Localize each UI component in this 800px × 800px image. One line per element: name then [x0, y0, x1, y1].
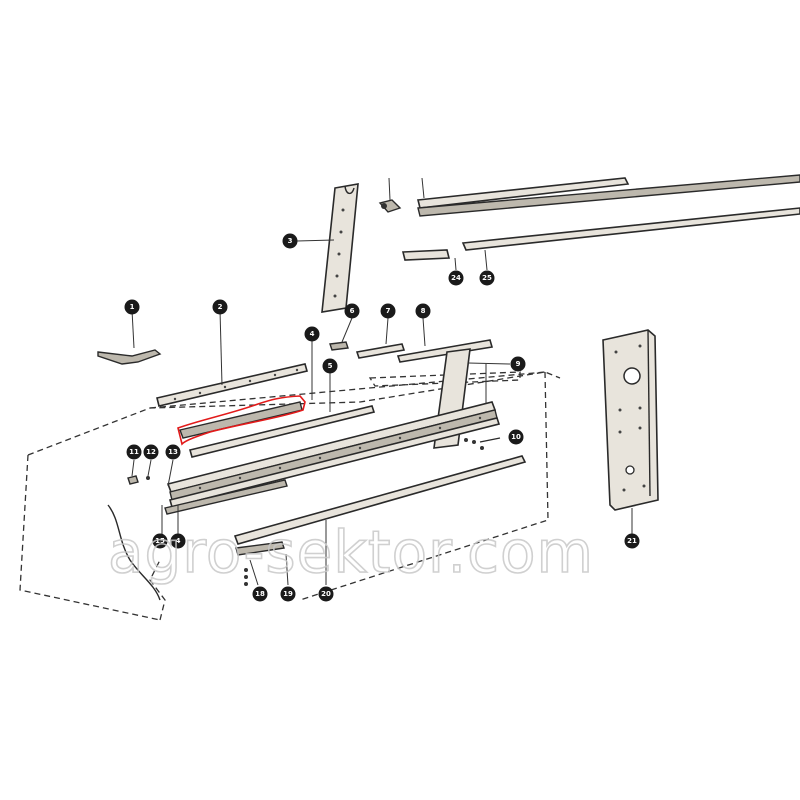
svg-text:15: 15 [155, 537, 165, 545]
bracket-part-1 [97, 309, 162, 365]
bar-part-8 [396, 317, 494, 363]
key-fitting [378, 177, 402, 213]
plate-part-24 [401, 249, 451, 261]
svg-text:18: 18 [255, 590, 265, 598]
fasteners-part-18 [244, 559, 259, 586]
svg-text:24: 24 [451, 274, 461, 282]
block-part-6 [329, 317, 353, 351]
callout-6: 6 [344, 303, 360, 319]
svg-text:9: 9 [516, 360, 521, 368]
callout-7: 7 [380, 303, 396, 319]
svg-text:11: 11 [129, 448, 139, 456]
callout-18: 18 [252, 586, 268, 602]
svg-text:21: 21 [627, 537, 637, 545]
callout-5: 5 [322, 358, 338, 374]
callout-4-lower: 4 [170, 533, 186, 549]
callout-15: 15 [152, 533, 168, 549]
callout-1: 1 [124, 299, 140, 315]
svg-text:12: 12 [146, 448, 156, 456]
svg-text:7: 7 [386, 307, 391, 315]
svg-text:8: 8 [421, 307, 426, 315]
callout-20: 20 [318, 586, 334, 602]
callout-12: 12 [143, 444, 159, 460]
svg-text:10: 10 [511, 433, 521, 441]
upper-rail [417, 174, 800, 217]
bolt-part-10 [464, 437, 501, 450]
svg-text:25: 25 [482, 274, 492, 282]
svg-text:13: 13 [168, 448, 178, 456]
bracket-part-21 [602, 329, 659, 535]
callout-8: 8 [415, 303, 431, 319]
strip-part-7 [355, 317, 406, 359]
callout-13: 13 [165, 444, 181, 460]
svg-text:4: 4 [176, 537, 181, 545]
callout-19: 19 [280, 586, 296, 602]
short-strip-part-4 [164, 479, 288, 515]
machine-body-outline [19, 371, 561, 621]
svg-text:3: 3 [288, 237, 293, 245]
callout-10: 10 [508, 429, 524, 445]
callout-11: 11 [126, 444, 142, 460]
svg-text:20: 20 [321, 590, 331, 598]
fasteners-parts-11-12 [127, 459, 174, 487]
rail-part-5 [189, 370, 376, 458]
svg-text:4: 4 [310, 330, 315, 338]
callout-9: 9 [510, 356, 526, 372]
callout-24: 24 [448, 257, 464, 286]
rail-part-4-highlighted [177, 340, 313, 446]
lower-rail-assembly [166, 401, 501, 508]
svg-text:1: 1 [130, 303, 135, 311]
callout-2: 2 [212, 299, 228, 315]
svg-text:19: 19 [283, 590, 293, 598]
svg-text:6: 6 [350, 307, 355, 315]
callout-21: 21 [624, 533, 640, 549]
callout-3: 3 [282, 233, 335, 249]
strip-part-20 [233, 455, 527, 585]
strip-part-2 [156, 309, 308, 407]
plate-part-19 [235, 541, 289, 586]
callout-25: 25 [479, 249, 495, 286]
watermark-text: agro-sektor.com [108, 518, 594, 586]
leader-lines-lower-left [161, 505, 179, 536]
callout-4-upper: 4 [304, 326, 320, 342]
svg-text:2: 2 [218, 303, 223, 311]
rail-part-25 [461, 207, 800, 251]
post-part-3 [321, 183, 359, 313]
svg-text:5: 5 [328, 362, 333, 370]
